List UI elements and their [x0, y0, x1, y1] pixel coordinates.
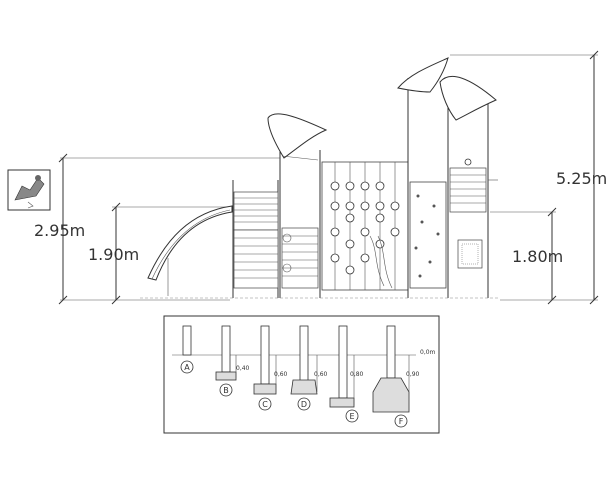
left-tower-panel-slats: [234, 197, 278, 223]
footing-label-b: B: [223, 386, 229, 395]
dimension-2-95m: 2.95m: [34, 153, 280, 305]
dimension-label-1-80m: 1.80m: [512, 247, 563, 266]
dimension-label-5-25m: 5.25m: [556, 169, 607, 188]
playground-structure: [140, 57, 500, 299]
footing-depth-c: 0,60: [274, 371, 288, 378]
age-warning-pictogram-icon: [7, 169, 51, 211]
dimension-1-80m: 1.80m: [490, 207, 563, 305]
dimension-1-90m: 1.90m: [88, 202, 232, 305]
ground-level-label: 0,0m: [420, 349, 436, 356]
dimension-5-25m: 5.25m: [450, 50, 607, 305]
footing-detail-panel: 0,0m A 0,40 B 0,60 C 0,60 D 0,80 E: [163, 315, 440, 434]
dimension-label-2-95m: 2.95m: [34, 221, 85, 240]
climbing-net-knots: [330, 181, 400, 275]
footing-label-c: C: [262, 400, 268, 409]
dimension-label-1-90m: 1.90m: [88, 245, 139, 264]
climbing-holds: [414, 194, 440, 278]
footing-label-d: D: [301, 400, 307, 409]
footing-label-f: F: [399, 417, 404, 426]
footing-label-a: A: [184, 363, 190, 372]
footing-depth-f: 0,90: [406, 371, 420, 378]
footing-depth-b: 0,40: [236, 365, 250, 372]
footing-label-e: E: [349, 412, 354, 421]
footing-depth-e: 0,80: [350, 371, 364, 378]
footing-depth-d: 0,60: [314, 371, 328, 378]
left-tower-lower-slats: [234, 237, 278, 279]
